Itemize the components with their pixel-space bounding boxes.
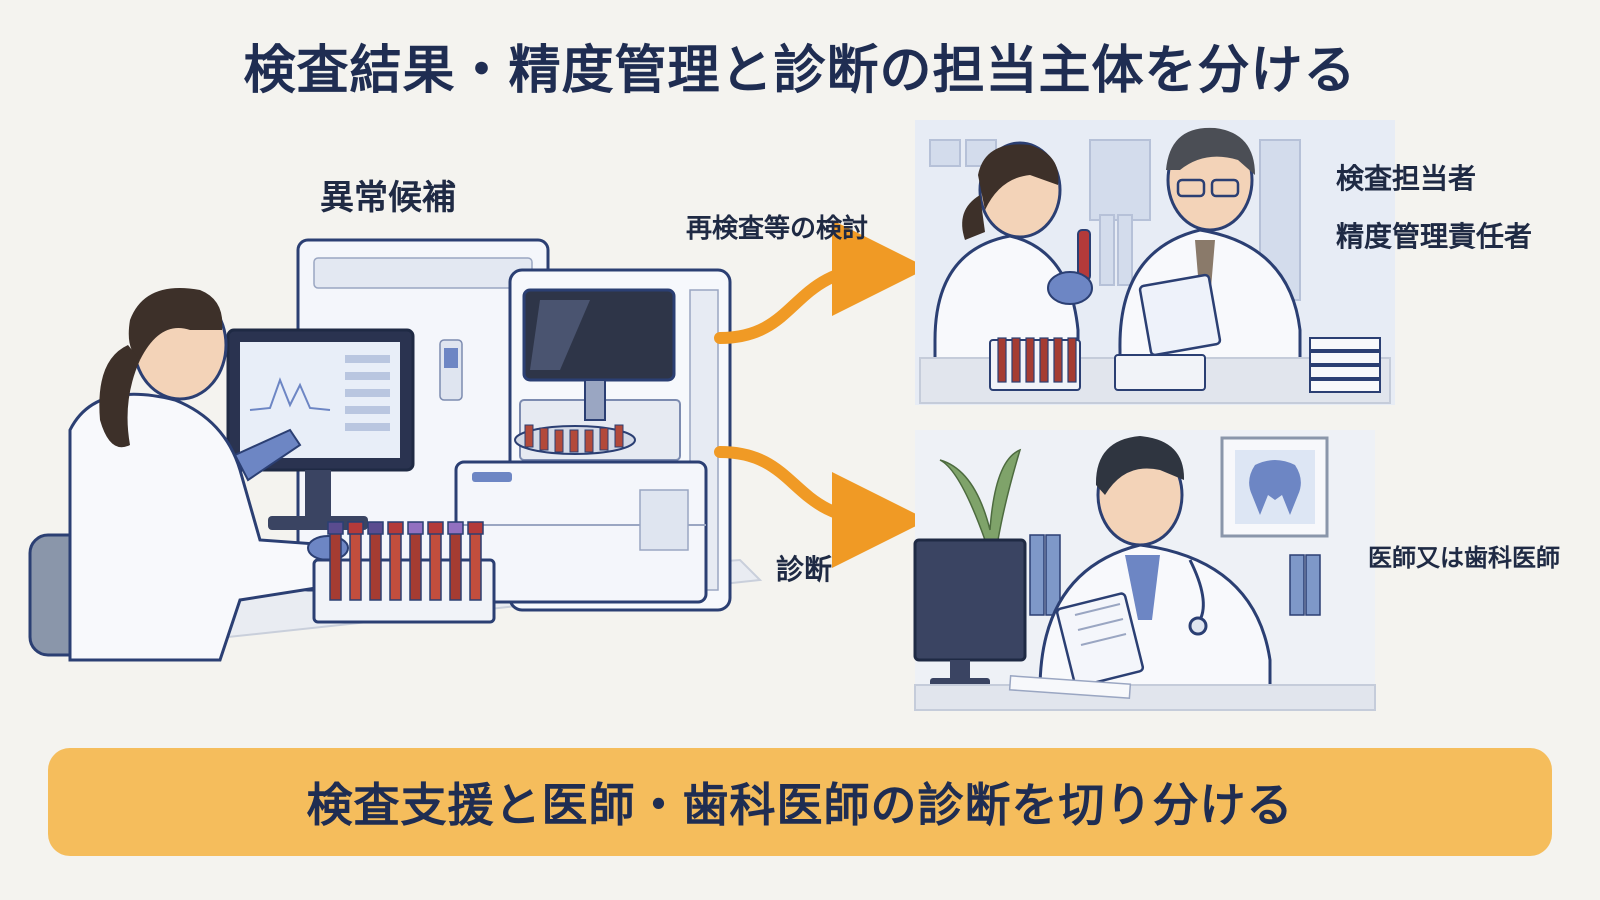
retest-review-label: 再検査等の検討: [686, 214, 869, 244]
qc-manager-role: 精度管理責任者: [1336, 220, 1533, 253]
lab-staff-role: 検査担当者: [1336, 162, 1477, 195]
tube-rack-icon: [312, 521, 496, 624]
tooth-icon: [1220, 436, 1329, 538]
arrow-to-diagnosis: [714, 446, 928, 568]
summary-banner: 検査支援と医師・歯科医師の診断を切り分ける: [48, 748, 1552, 856]
anomaly-candidate-label: 異常候補: [320, 178, 456, 218]
lab-bench-scene: [28, 238, 763, 662]
physician-scene: [913, 430, 1376, 711]
arrow-to-retest: [714, 220, 928, 344]
page-title: 検査結果・精度管理と診断の担当主体を分ける: [243, 41, 1357, 101]
lab-staff-roles: 検査担当者 精度管理責任者: [1336, 150, 1532, 266]
diagnosis-label: 診断: [776, 553, 833, 586]
lab-staff-scene: [915, 120, 1395, 405]
desk-monitor-icon: [913, 538, 1027, 688]
analyzer-icon: [296, 238, 732, 612]
lab-technician-figure: [28, 288, 349, 662]
physician-role-label: 医師又は歯科医師: [1368, 544, 1560, 572]
monitor-icon: [226, 328, 415, 530]
